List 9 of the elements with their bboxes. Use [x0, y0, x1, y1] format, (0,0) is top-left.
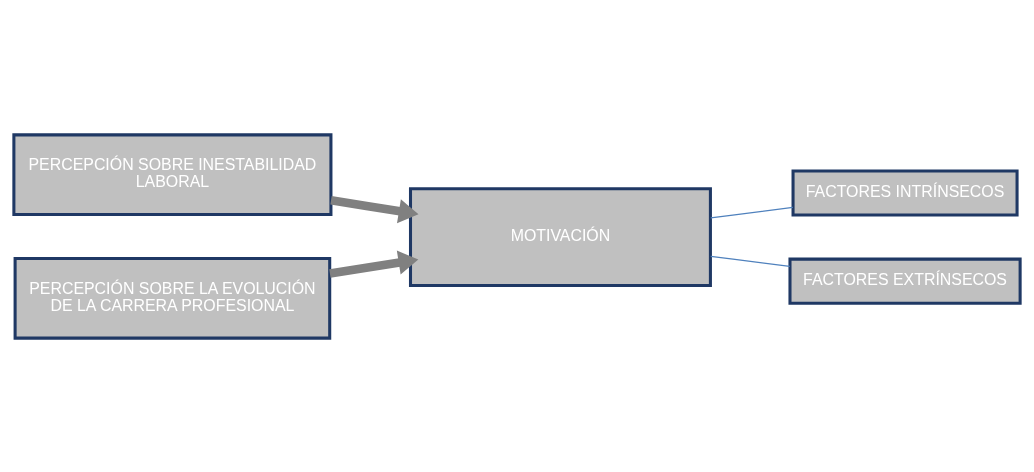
arrow: [330, 195, 419, 223]
node-box: FACTORES INTRÍNSECOS: [791, 169, 1019, 217]
arrow: [329, 250, 419, 278]
connector: [710, 206, 794, 218]
node-box: PERCEPCIÓN SOBRE INESTABILIDAD LABORAL: [12, 132, 333, 216]
node-box: FACTORES EXTRÍNSECOS: [788, 257, 1022, 305]
node-box: MOTIVACIÓN: [408, 186, 712, 287]
connector: [710, 255, 791, 267]
node-box: PERCEPCIÓN SOBRE LA EVOLUCIÓN DE LA CARRERA PROFESIONAL: [13, 256, 332, 340]
